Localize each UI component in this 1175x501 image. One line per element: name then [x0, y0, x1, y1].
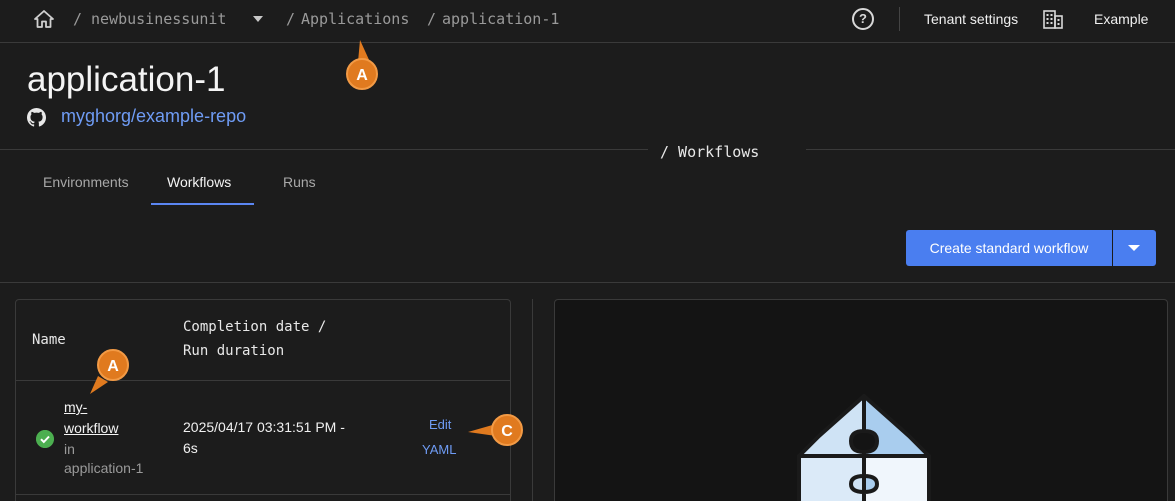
workflow-scope-app: application-1	[64, 460, 144, 476]
breadcrumb-applications[interactable]: Applications	[301, 10, 410, 28]
row-divider	[16, 494, 510, 495]
panel-divider	[532, 299, 533, 501]
edit-yaml-link[interactable]: Edit	[429, 417, 452, 432]
callout-pointer	[90, 376, 108, 394]
breadcrumb-separator: /	[286, 10, 296, 28]
breadcrumb-separator: /	[73, 10, 83, 28]
section-label: / Workflows	[660, 143, 760, 161]
callout-badge-a: A	[346, 58, 378, 90]
callout-pointer	[468, 424, 496, 436]
puzzle-illustration-icon	[797, 394, 931, 501]
create-standard-workflow-button[interactable]: Create standard workflow	[906, 230, 1112, 266]
home-icon[interactable]	[33, 9, 55, 29]
workflow-link[interactable]: workflow	[64, 420, 119, 436]
tab-runs[interactable]: Runs	[283, 174, 316, 190]
row-divider	[16, 380, 510, 381]
completion-date: 2025/04/17 03:31:51 PM -	[183, 419, 345, 435]
chevron-down-icon[interactable]	[253, 16, 263, 22]
column-header-completion: Completion date /	[183, 319, 327, 335]
tab-environments[interactable]: Environments	[43, 174, 129, 190]
page-title: application-1	[27, 60, 226, 99]
org-switcher[interactable]: Example	[1094, 11, 1149, 27]
callout-badge-c: C	[491, 414, 523, 446]
divider	[0, 149, 648, 150]
caret-down-icon	[1128, 245, 1140, 251]
tab-workflows[interactable]: Workflows	[167, 174, 232, 190]
workflows-table: Name Completion date / Run duration my- …	[15, 299, 511, 501]
column-header-duration: Run duration	[183, 343, 285, 359]
workflow-link[interactable]: my-	[64, 399, 88, 415]
top-bar: / newbusinessunit / Applications / appli…	[0, 0, 1175, 43]
active-tab-indicator	[151, 203, 254, 205]
breadcrumb-separator: /	[427, 10, 437, 28]
edit-yaml-link[interactable]: YAML	[422, 442, 457, 457]
divider	[806, 149, 1175, 150]
run-duration: 6s	[183, 440, 198, 456]
repo-link[interactable]: myghorg/example-repo	[61, 106, 247, 126]
divider	[0, 282, 1175, 283]
callout-badge-a: A	[97, 349, 129, 381]
column-header-name: Name	[32, 332, 66, 348]
workflow-scope-label: in	[64, 441, 75, 457]
check-circle-icon	[36, 430, 54, 448]
breadcrumb-application: application-1	[442, 10, 560, 28]
breadcrumb-business-unit[interactable]: newbusinessunit	[91, 10, 227, 28]
empty-state-panel	[554, 299, 1168, 501]
callout-pointer	[358, 40, 370, 62]
github-icon	[27, 108, 46, 127]
tenant-settings-link[interactable]: Tenant settings	[924, 11, 1019, 27]
help-icon[interactable]: ?	[852, 8, 874, 30]
create-workflow-dropdown-button[interactable]	[1113, 230, 1156, 266]
divider	[899, 7, 900, 31]
building-icon[interactable]	[1042, 9, 1064, 30]
